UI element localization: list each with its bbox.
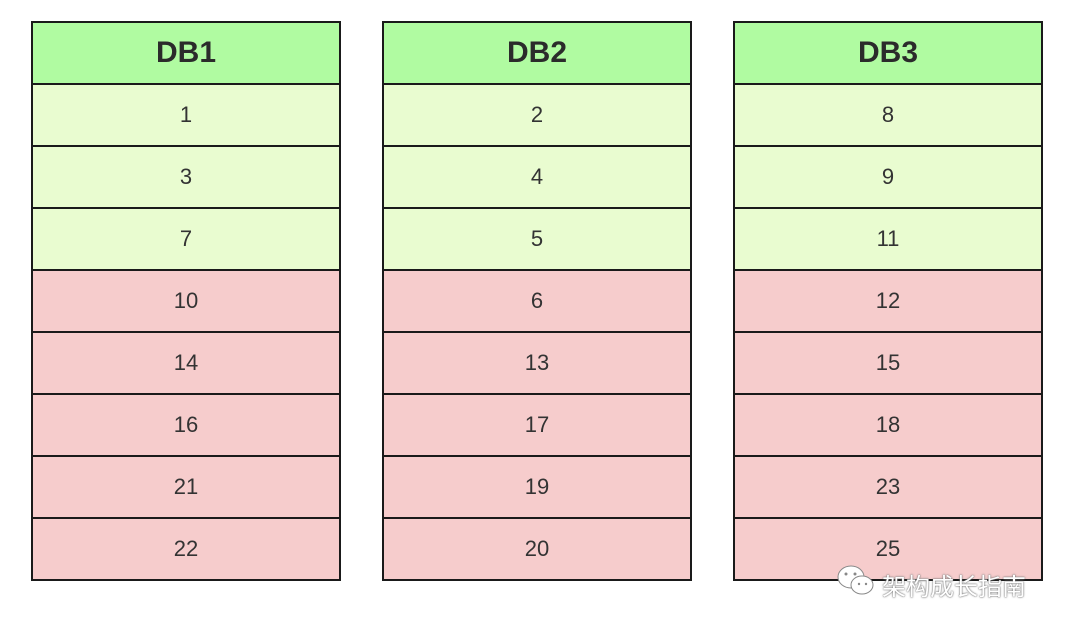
db-row: 3 [33, 147, 339, 209]
db-row: 21 [33, 457, 339, 519]
db-row: 1 [33, 85, 339, 147]
db-header: DB1 [33, 23, 339, 85]
db-row: 17 [384, 395, 690, 457]
db-row: 8 [735, 85, 1041, 147]
db-row: 22 [33, 519, 339, 579]
db-header: DB2 [384, 23, 690, 85]
db-row: 13 [384, 333, 690, 395]
wechat-icon [836, 564, 876, 605]
watermark: 架构成长指南 [836, 564, 1026, 605]
db-row: 9 [735, 147, 1041, 209]
db-row: 2 [384, 85, 690, 147]
db-row: 4 [384, 147, 690, 209]
db-row: 12 [735, 271, 1041, 333]
db-row: 10 [33, 271, 339, 333]
db-row: 5 [384, 209, 690, 271]
db-row: 19 [384, 457, 690, 519]
db-row: 14 [33, 333, 339, 395]
db-row: 6 [384, 271, 690, 333]
db-header: DB3 [735, 23, 1041, 85]
db-row: 23 [735, 457, 1041, 519]
db-row: 25 [735, 519, 1041, 579]
db-row: 11 [735, 209, 1041, 271]
db-row: 18 [735, 395, 1041, 457]
db-row: 16 [33, 395, 339, 457]
db-row: 20 [384, 519, 690, 579]
db-row: 7 [33, 209, 339, 271]
watermark-text: 架构成长指南 [882, 574, 1026, 601]
db-row: 15 [735, 333, 1041, 395]
